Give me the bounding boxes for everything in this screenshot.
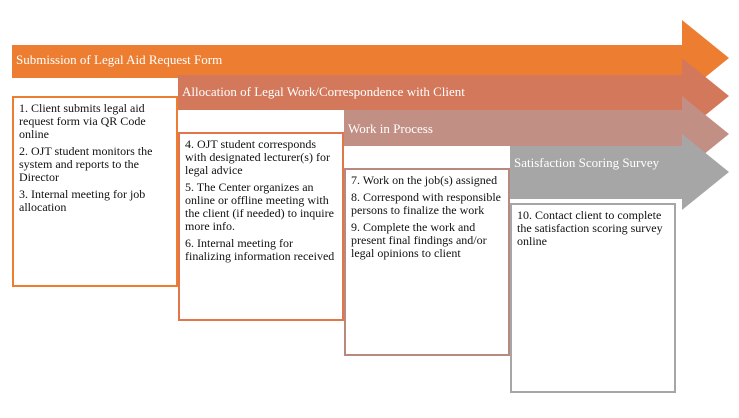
stage-4-title: Satisfaction Scoring Survey <box>514 155 660 170</box>
stage-3-steps-box: 7. Work on the job(s) assigned 8. Corres… <box>344 168 510 356</box>
stage-4-steps-box: 10. Contact client to complete the satis… <box>510 203 676 393</box>
stage-3-title: Work in Process <box>348 121 433 136</box>
stage-1-title: Submission of Legal Aid Request Form <box>16 52 223 67</box>
step-8: 8. Correspond with responsible persons t… <box>351 190 501 217</box>
step-7: 7. Work on the job(s) assigned <box>351 173 498 187</box>
step-6: 6. Internal meeting for finalizing infor… <box>185 236 335 263</box>
step-2: 2. OJT student monitors the system and r… <box>19 144 153 184</box>
step-10: 10. Contact client to complete the satis… <box>517 208 663 248</box>
stage-2-title: Allocation of Legal Work/Correspondence … <box>182 84 465 99</box>
step-3: 3. Internal meeting for job allocation <box>19 187 146 214</box>
stage-4-arrow <box>510 134 729 210</box>
step-4: 4. OJT student corresponds with designat… <box>185 137 330 177</box>
step-1: 1. Client submits legal aid request form… <box>19 101 146 141</box>
stage-2-steps-box: 4. OJT student corresponds with designat… <box>178 132 344 321</box>
step-5: 5. The Center organizes an online or off… <box>185 180 334 233</box>
step-9: 9. Complete the work and present final f… <box>351 220 487 260</box>
stage-1-steps-box: 1. Client submits legal aid request form… <box>12 96 178 287</box>
stage-2-arrow <box>178 58 729 134</box>
stage-3-arrow <box>344 96 729 172</box>
